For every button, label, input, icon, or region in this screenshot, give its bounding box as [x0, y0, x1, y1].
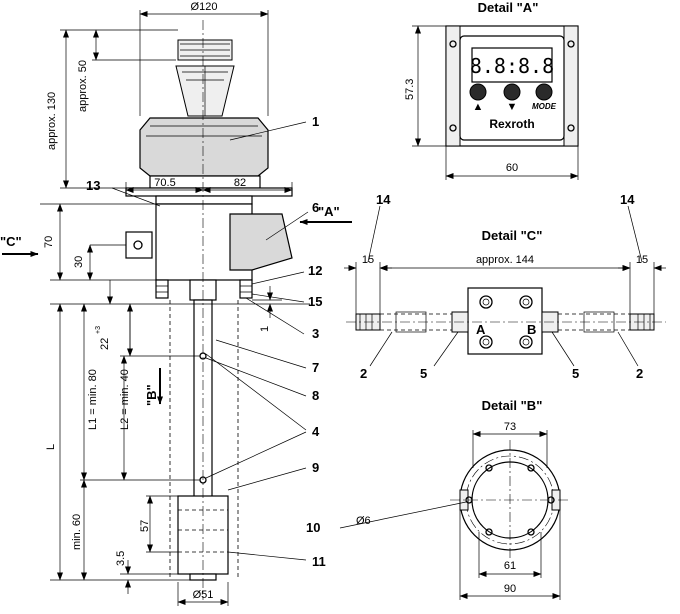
- down-button[interactable]: [503, 83, 521, 101]
- dim-a-60: 60: [506, 162, 518, 174]
- main-callouts: 1 13 6 12 15 3 7 8 4 9 11: [86, 114, 326, 569]
- callout-6: 6: [312, 200, 319, 215]
- detail-c-title: Detail "C": [482, 228, 543, 243]
- callout-14-left: 14: [376, 192, 391, 207]
- dim-d120: Ø120: [191, 1, 218, 13]
- callout-13: 13: [86, 178, 100, 193]
- callout-4: 4: [312, 424, 320, 439]
- screw-left: [155, 279, 169, 299]
- arrow-label-b: "B": [144, 384, 159, 406]
- detail-a-title: Detail "A": [478, 0, 539, 15]
- flange-plate: [125, 187, 293, 197]
- callout-11: 11: [312, 554, 326, 569]
- detail-c: Detail "C" A B approx. 144 15 15 14: [344, 192, 666, 381]
- port-b-label: B: [527, 322, 536, 337]
- main-dimensions: Ø120 approx. 130 approx. 50 70.5 82 70 3…: [43, 1, 293, 606]
- dim-b-90: 90: [504, 583, 516, 595]
- port-a-label: A: [476, 322, 486, 337]
- arrow-label-c: "C": [0, 234, 22, 249]
- lcd-digits: 8.8:8.8: [470, 54, 554, 78]
- callout-8: 8: [312, 388, 319, 403]
- callout-7: 7: [312, 360, 319, 375]
- callout-10: 10: [306, 520, 320, 535]
- housing-1: [139, 117, 269, 177]
- dim-l1: L1 = min. 80: [87, 369, 99, 430]
- detail-b-title: Detail "B": [482, 398, 543, 413]
- dim-L: L: [45, 444, 57, 450]
- main-view: [40, 20, 310, 600]
- dim-22-tol: +3: [95, 326, 102, 334]
- callout-15: 15: [308, 294, 322, 309]
- dim-c-15b: 15: [636, 254, 648, 266]
- mode-label: MODE: [532, 102, 557, 111]
- dim-b-61: 61: [504, 560, 516, 572]
- dim-82: 82: [234, 177, 246, 189]
- dim-approx50: approx. 50: [77, 60, 89, 112]
- dim-b-73: 73: [504, 421, 516, 433]
- detail-a: Detail "A" 8.8:8.8 ▲ ▼ MODE Rexroth 57.3…: [404, 0, 579, 180]
- dim-3-5: 3.5: [115, 551, 127, 566]
- up-arrow-icon: ▲: [473, 101, 484, 113]
- callout-2-left: 2: [360, 366, 367, 381]
- callout-1: 1: [312, 114, 319, 129]
- dim-c-144: approx. 144: [476, 254, 534, 266]
- lcd-display: [471, 47, 553, 83]
- brand-logo: Rexroth: [489, 117, 534, 131]
- dim-a-57-3: 57.3: [404, 79, 416, 100]
- up-button[interactable]: [469, 83, 487, 101]
- callout-5-left: 5: [420, 366, 427, 381]
- callout-3: 3: [312, 326, 319, 341]
- dim-c-15a: 15: [362, 254, 374, 266]
- side-port: [125, 231, 153, 259]
- connector-6: [229, 213, 293, 271]
- dim-d51: Ø51: [193, 589, 214, 601]
- callout-14-right: 14: [620, 192, 635, 207]
- dim-l2: L2 = min. 40: [119, 369, 131, 430]
- callout-9: 9: [312, 460, 319, 475]
- dim-57: 57: [139, 520, 151, 532]
- view-arrows: "A" "C" "B": [0, 204, 352, 406]
- dim-min60: min. 60: [71, 514, 83, 550]
- dim-b-d6: Ø6: [356, 515, 371, 527]
- arrow-label-a: "A": [318, 204, 340, 219]
- callout-5-right: 5: [572, 366, 579, 381]
- mode-button[interactable]: [535, 83, 553, 101]
- callout-12: 12: [308, 263, 322, 278]
- dim-70: 70: [43, 236, 55, 248]
- callout-2-right: 2: [636, 366, 643, 381]
- screw-right: [239, 279, 253, 299]
- dim-30: 30: [73, 256, 85, 268]
- dim-22: 22: [99, 338, 111, 350]
- down-arrow-icon: ▼: [507, 101, 518, 113]
- detail-b: Detail "B" 73 61 90 Ø6 10: [306, 398, 570, 600]
- dim-1: 1: [259, 326, 271, 332]
- dim-approx130: approx. 130: [46, 92, 58, 150]
- dim-70-5: 70.5: [154, 177, 175, 189]
